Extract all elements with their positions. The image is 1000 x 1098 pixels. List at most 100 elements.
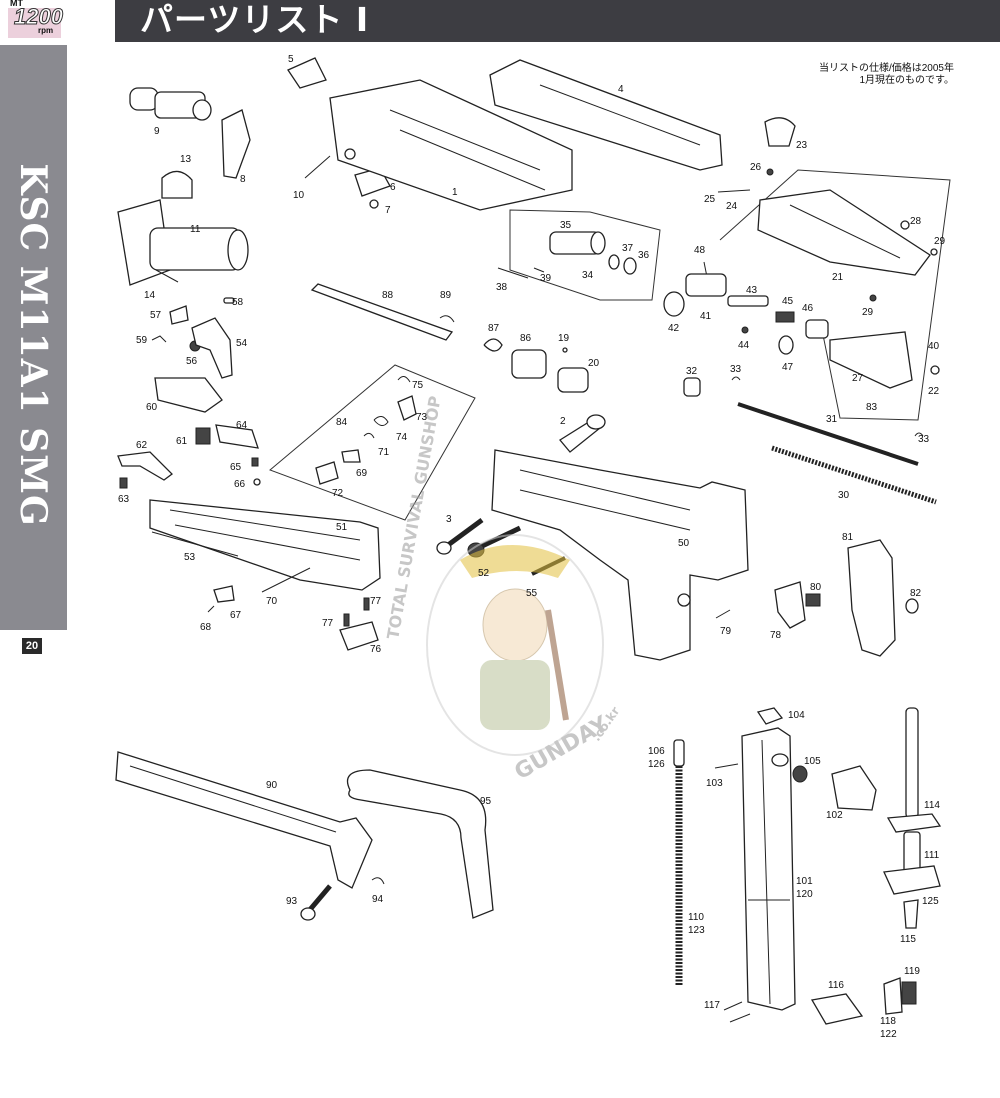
label-part-116: 116 [828,980,844,991]
part-119-spring [901,981,917,1005]
label-part-54: 54 [236,338,248,349]
label-part-30: 30 [838,490,850,501]
group-outline-84 [269,364,476,521]
label-part-41: 41 [700,311,712,322]
part-41-nozzle [685,273,727,297]
part-51-hammer-housing [149,499,381,591]
part-106-126-spring-follower [673,739,685,985]
label-part-89: 89 [440,290,452,301]
part-102 [831,765,877,811]
label-part-60: 60 [146,402,158,413]
label-part-9: 9 [154,126,160,137]
label-part-65: 65 [230,462,242,473]
label-part-117: 117 [704,1000,720,1011]
label-part-24: 24 [726,201,738,212]
part-29-screw [930,248,938,256]
part-68 [207,605,215,613]
label-part-22: 22 [928,386,940,397]
part-67 [213,585,235,603]
label-part-39: 39 [540,273,552,284]
label-part-81: 81 [842,532,854,543]
label-part-56: 56 [186,356,198,367]
part-82-screw [905,598,919,614]
part-19 [562,347,568,353]
label-part-45: 45 [782,296,794,307]
logo-badge [8,8,61,38]
label-part-43: 43 [746,285,758,296]
sidebar [0,45,67,630]
part-117b-pin [729,1013,751,1023]
part-9-muzzle [129,87,212,121]
label-part-110: 110 [688,912,704,923]
label-part-105: 105 [804,756,821,767]
label-part-13: 13 [180,154,192,165]
part-71 [363,432,375,439]
label-part-67: 67 [230,610,242,621]
part-8-sling-loop [221,109,251,179]
label-part-55: 55 [526,588,538,599]
label-part-20: 20 [588,358,600,369]
part-28-screw [900,220,910,230]
part-115-valve [903,899,919,929]
part-20 [557,367,589,393]
label-part-28: 28 [910,216,922,227]
label-part-77a: 77 [322,618,334,629]
label-part-125: 125 [922,896,939,907]
part-30-recoil-spring [771,445,937,505]
label-part-33a: 33 [730,364,742,375]
price-note-line1: 当リストの仕様/価格は2005年 [818,63,954,74]
label-part-103: 103 [706,778,723,789]
label-part-62: 62 [136,440,148,451]
label-part-27: 27 [852,373,864,384]
label-part-83: 83 [866,402,878,413]
page-title: パーツリスト Ⅰ [140,0,370,39]
label-part-78: 78 [770,630,782,641]
label-part-118: 118 [880,1016,896,1027]
label-part-5: 5 [288,54,294,65]
label-part-69: 69 [356,468,368,479]
label-part-32: 32 [686,366,698,377]
label-part-37: 37 [622,243,634,254]
part-53-rod [151,531,239,557]
label-part-82: 82 [910,588,922,599]
part-14-pin [155,269,179,283]
label-part-80: 80 [810,582,822,593]
group-outline-21 [719,169,951,421]
label-part-68: 68 [200,622,212,633]
label-part-88: 88 [382,290,394,301]
group-outline-34 [509,209,661,301]
part-77b-spring [363,597,370,611]
part-33b-clip [914,432,924,437]
label-part-11: 11 [190,224,201,235]
label-part-64: 64 [236,420,248,431]
label-part-106: 106 [648,746,665,757]
part-86 [511,349,547,379]
part-61-spring [195,427,211,445]
part-32 [683,377,701,397]
part-75-clip [397,376,411,383]
label-part-66: 66 [234,479,246,490]
label-part-51: 51 [336,522,348,533]
label-part-29b: 29 [862,307,874,318]
label-part-61: 61 [176,436,188,447]
label-part-23: 23 [796,140,808,151]
price-note-line2: 1月現在のものです。 [859,75,954,86]
part-45-spring [775,311,795,323]
label-part-57: 57 [150,310,162,321]
part-88-outer-barrel [310,283,454,341]
part-70-pin [261,567,311,593]
part-labels: 9 8 13 11 14 5 10 6 7 1 4 23 26 25 24 28… [118,54,946,1040]
label-part-14: 14 [144,290,156,301]
part-10-pin [304,155,331,179]
part-4-cover [489,59,723,171]
part-7-screw [369,199,379,209]
part-90-stock [115,751,373,889]
part-36-oring [623,257,637,275]
logo-unit: rpm [38,26,54,35]
label-part-44: 44 [738,340,750,351]
part-21-bolt-carrier [757,189,931,276]
label-part-21: 21 [832,272,844,283]
label-part-122: 122 [880,1029,897,1040]
label-part-50: 50 [678,538,690,549]
